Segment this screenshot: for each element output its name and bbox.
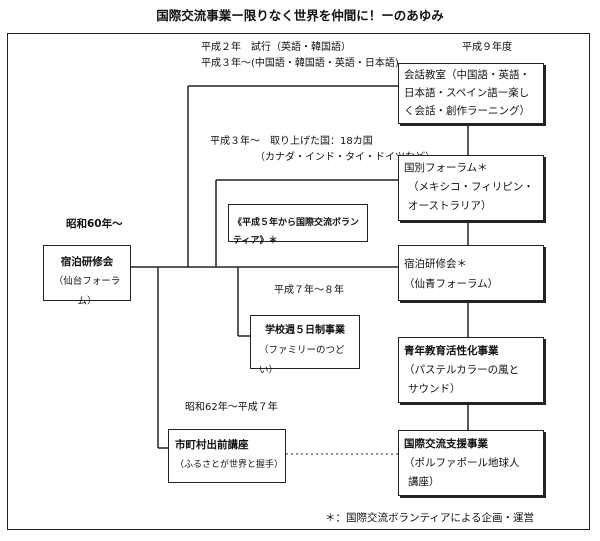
box-kokubetsu-line3: オーストラリア） <box>408 200 492 212</box>
page-title: 国際交流事業ー限りなく世界を仲間に！ーのあゆみ <box>156 8 444 23</box>
label-h3-countries-sub: （カナダ・インド・タイ・ドイツなど） <box>255 152 435 163</box>
box-shien-line3: 講座） <box>408 476 440 488</box>
box-kokubetsu: 国別フォーラム＊ （メキシコ・フィリピン・ オーストラリア） <box>398 155 544 221</box>
label-h3-from: 平成３年～(中国語・韓国語・英語・日本語) <box>201 58 399 69</box>
footnote: ＊：国際交流ボランティアによる企画・運営 <box>325 512 535 524</box>
box-seinen-line1: 青年教育活性化事業 <box>404 345 499 357</box>
box-shien: 国際交流支援事業 （ポルファポール地球人 講座） <box>398 430 544 496</box>
box-shichoson-line2: （ふるさとが世界と握手） <box>175 460 284 470</box>
box-shichoson: 市町村出前講座 （ふるさとが世界と握手） <box>168 429 286 483</box>
box-shien-line1: 国際交流支援事業 <box>404 438 488 450</box>
box-seinen-line2: （パステルカラーの風と <box>404 364 520 376</box>
box-gakko-line1: 学校週５日制事業 <box>265 325 345 336</box>
box-shukuhaku-right-line1: 宿泊研修会＊ <box>404 258 467 270</box>
box-volunteer-line1: 《平成５年から国際交流ボランティア》＊ <box>233 218 360 246</box>
box-kaiwa-line2: 日本語・スペイン語ー楽し <box>404 87 530 99</box>
diagram-frame <box>7 33 590 530</box>
label-h3-countries: 平成３年～ 取り上げた国：18カ国 <box>210 136 373 147</box>
box-shien-line2: （ポルファポール地球人 <box>404 457 520 469</box>
box-shukuhaku-left: 宿泊研修会 （仙台フォーラム） <box>43 245 131 307</box>
box-shukuhaku-left-line2: （仙台フォーラム） <box>53 276 121 307</box>
box-shukuhaku-right-line2: （仙青フォーラム） <box>404 278 499 290</box>
box-kaiwa-line1: 会話教室（中国語・英語・ <box>404 69 530 81</box>
box-kaiwa: 会話教室（中国語・英語・ 日本語・スペイン語ー楽し く会話・創作ラーニング） <box>398 63 544 124</box>
label-h2-trial: 平成２年 試行（英語・韓国語） <box>201 42 351 53</box>
label-s62-h7: 昭和62年～平成７年 <box>185 402 278 413</box>
box-shichoson-line1: 市町村出前講座 <box>175 439 249 451</box>
label-s60: 昭和60年～ <box>66 218 123 230</box>
box-gakko-line2: （ファミリーのつどい） <box>259 345 345 376</box>
box-shukuhaku-right: 宿泊研修会＊ （仙青フォーラム） <box>398 245 544 301</box>
box-kaiwa-line3: く会話・創作ラーニング） <box>404 105 530 117</box>
box-gakko: 学校週５日制事業 （ファミリーのつどい） <box>250 315 360 376</box>
label-h7-8: 平成７年～８年 <box>274 285 344 296</box>
box-seinen: 青年教育活性化事業 （パステルカラーの風と サウンド） <box>398 337 544 403</box>
box-shukuhaku-left-line1: 宿泊研修会 <box>60 256 114 268</box>
box-kokubetsu-line2: （メキシコ・フィリピン・ <box>408 181 534 193</box>
box-seinen-line3: サウンド） <box>408 383 461 395</box>
box-volunteer: 《平成５年から国際交流ボランティア》＊ <box>228 204 368 246</box>
label-h9: 平成９年度 <box>462 42 512 53</box>
box-kokubetsu-line1: 国別フォーラム＊ <box>404 162 488 174</box>
